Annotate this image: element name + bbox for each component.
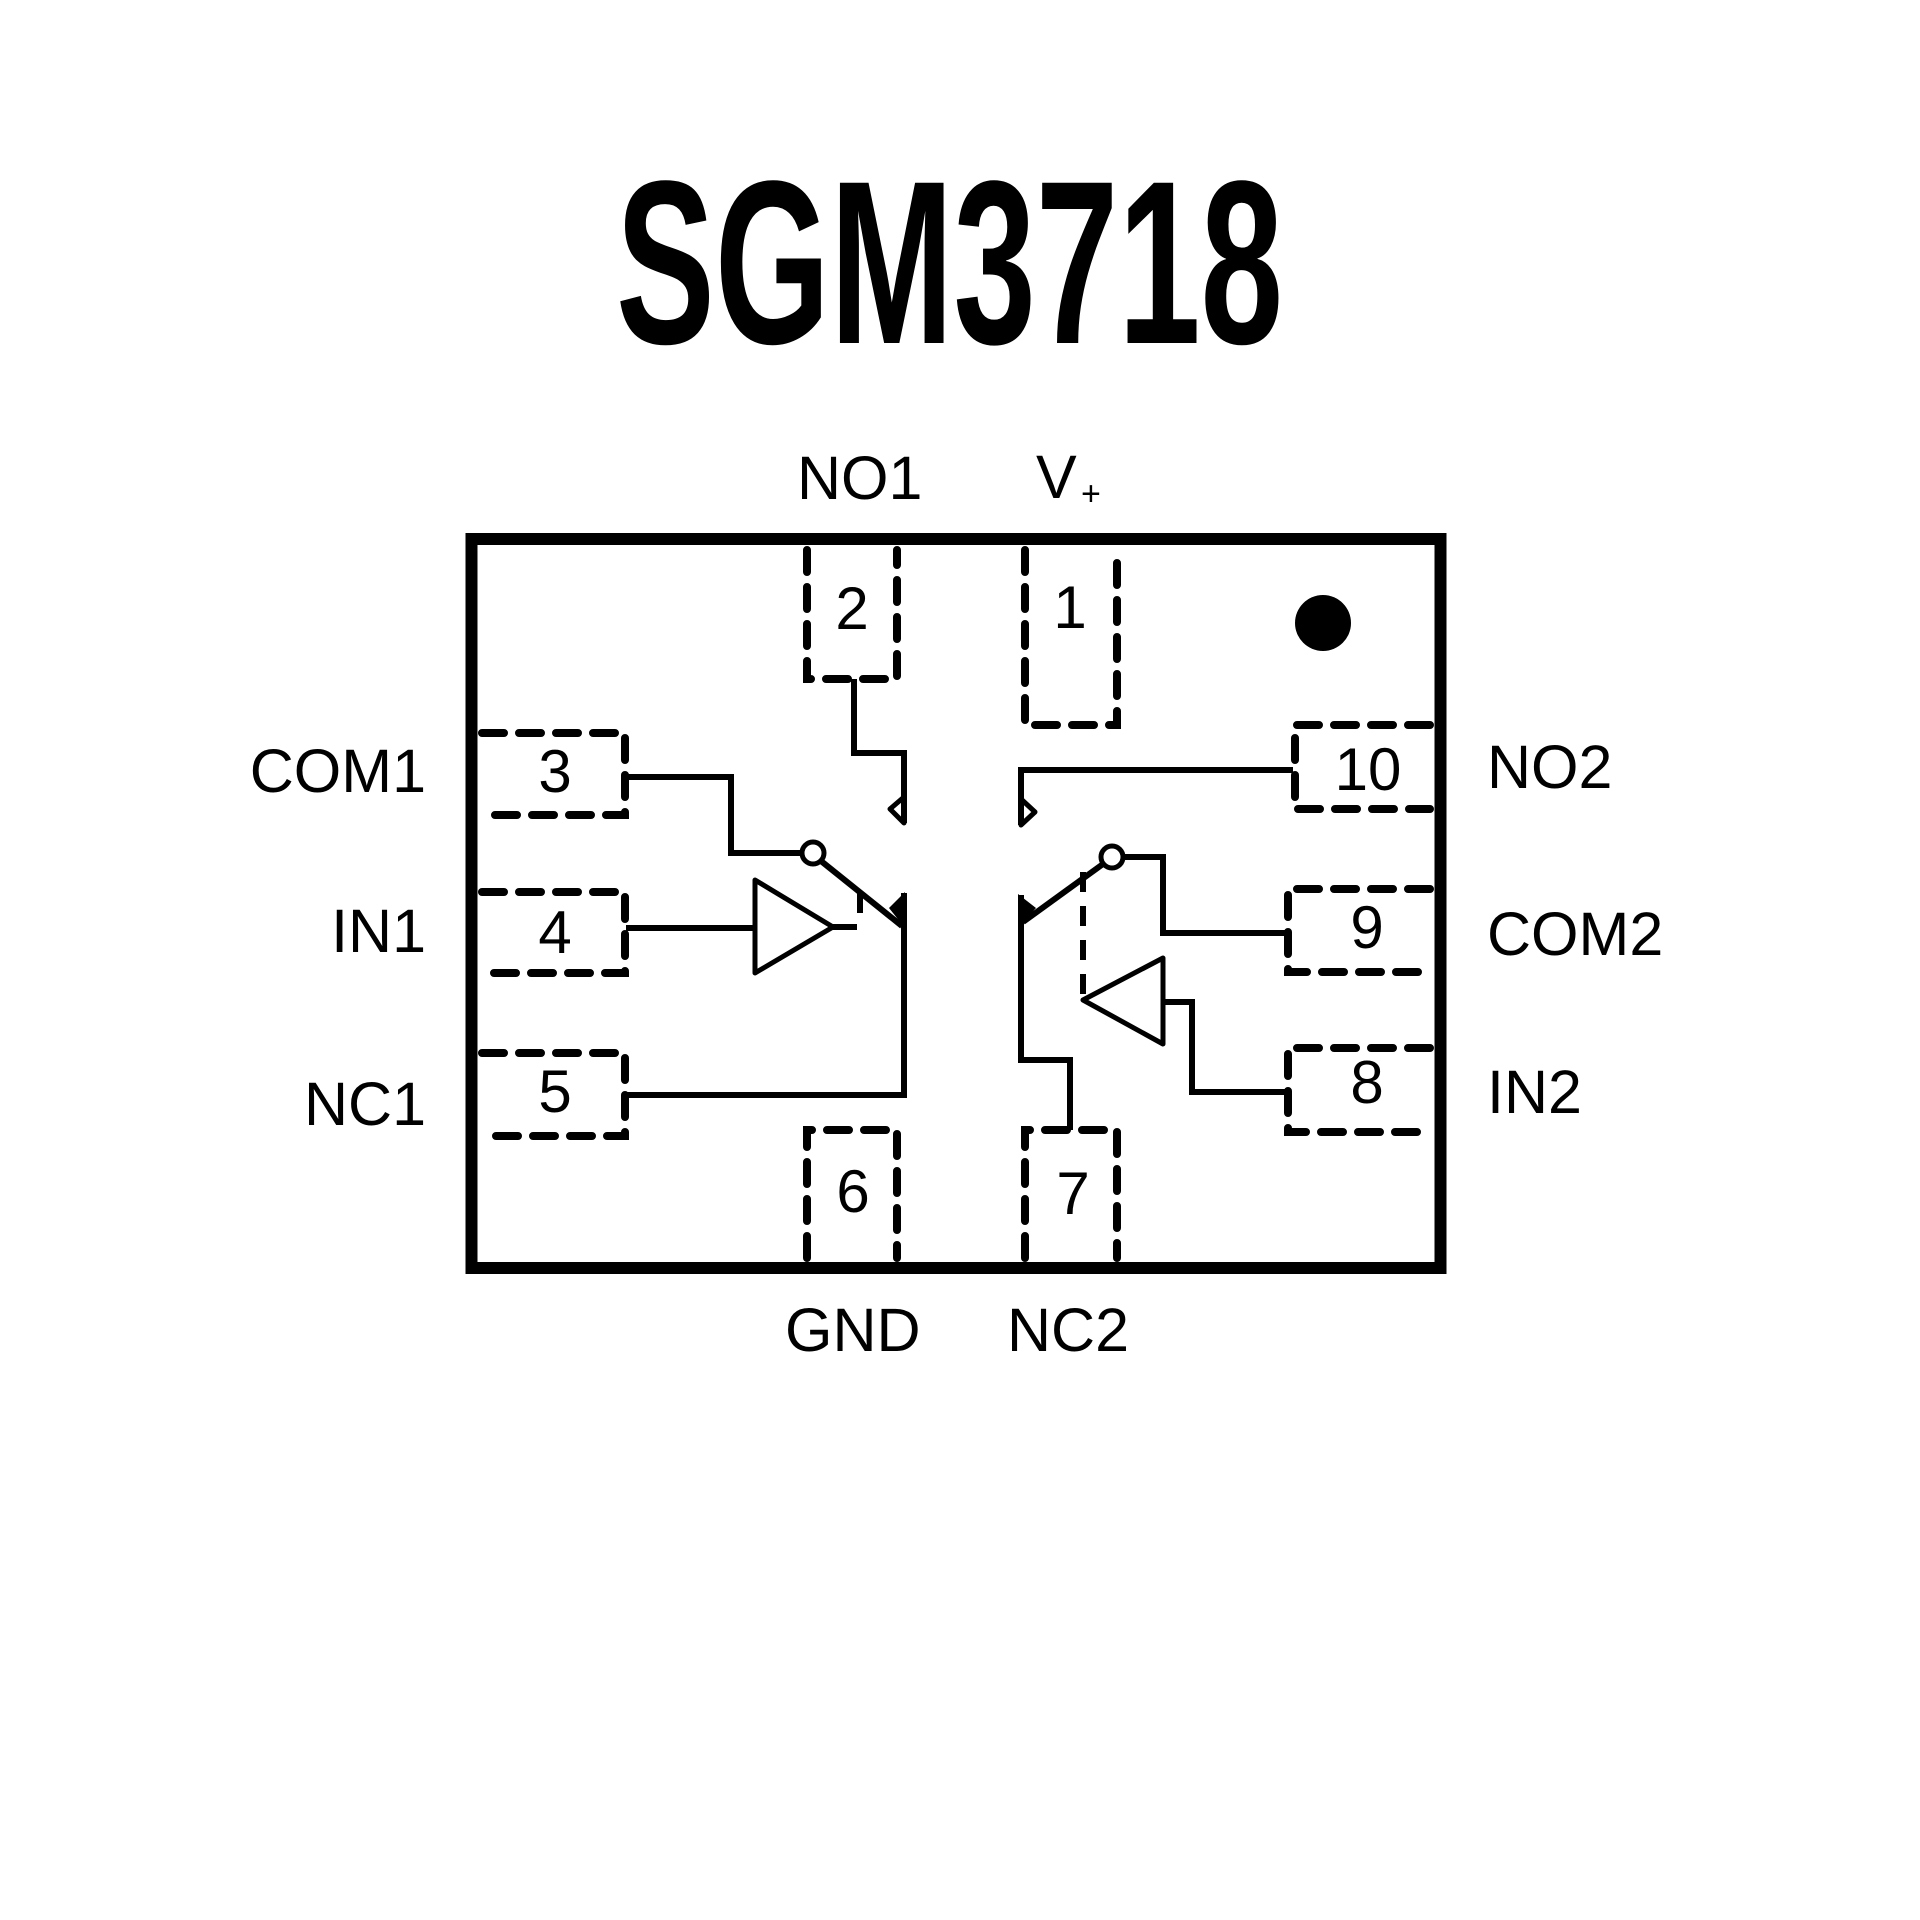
- pad-10: 10: [1291, 721, 1434, 813]
- pin-label-in2: IN2: [1487, 1058, 1582, 1126]
- no2-wire: [1018, 767, 1293, 825]
- pad-6: 6: [803, 1126, 901, 1262]
- pad-number-6: 6: [836, 1158, 869, 1225]
- pin-label-no2: NO2: [1487, 733, 1612, 801]
- buffer1-icon: [752, 877, 836, 976]
- pad-7: 7: [1021, 1126, 1121, 1262]
- pin1-dot-icon: [1295, 595, 1351, 651]
- chip-title: SGM3718: [616, 133, 1283, 393]
- pad-number-4: 4: [538, 899, 571, 966]
- pin-label-nc1: NC1: [304, 1070, 426, 1138]
- pad-2: 2: [803, 546, 901, 683]
- pin-label-v-subscript: +: [1081, 475, 1101, 513]
- pin-label-no1: NO1: [797, 444, 922, 512]
- com1-wire: [626, 774, 801, 856]
- nc2-wire: [1018, 895, 1073, 1130]
- no1-contact-icon: [887, 794, 907, 826]
- buffer2-icon: [1080, 955, 1166, 1047]
- pad-number-1: 1: [1053, 574, 1086, 641]
- pad-9: 9: [1284, 885, 1434, 976]
- pad-number-2: 2: [835, 575, 868, 642]
- switch-2: [1018, 767, 1293, 1130]
- pin-label-com1: COM1: [250, 737, 426, 805]
- switch-1: [626, 679, 907, 1098]
- no2-contact-icon: [1018, 796, 1038, 828]
- com1-pivot-icon: [799, 839, 827, 867]
- pad-3: 3: [478, 729, 629, 819]
- pin-label-vplus: V +: [1036, 443, 1101, 513]
- pad-number-8: 8: [1350, 1049, 1383, 1116]
- pad-number-10: 10: [1335, 736, 1402, 803]
- pin-label-gnd: GND: [785, 1296, 921, 1364]
- pin-label-v: V: [1036, 443, 1077, 511]
- no1-wire: [851, 679, 907, 823]
- pad-5: 5: [478, 1049, 629, 1140]
- nc1-wire: [626, 893, 907, 1098]
- pad-number-3: 3: [538, 738, 571, 805]
- com2-pivot-icon: [1098, 843, 1126, 871]
- pad-4: 4: [478, 888, 629, 977]
- in2-wire: [1163, 999, 1288, 1095]
- switch2-arm: [1021, 861, 1105, 925]
- pin-label-in1: IN1: [331, 897, 426, 965]
- pad-8: 8: [1284, 1044, 1434, 1136]
- com2-wire: [1123, 854, 1288, 936]
- pin-label-nc2: NC2: [1007, 1296, 1129, 1364]
- pad-number-5: 5: [538, 1058, 571, 1125]
- package-outline: [465, 533, 1447, 1274]
- pad-number-7: 7: [1056, 1160, 1089, 1227]
- pin-label-com2: COM2: [1487, 900, 1663, 968]
- pad-number-9: 9: [1350, 894, 1383, 961]
- pad-1: 1: [1021, 546, 1121, 729]
